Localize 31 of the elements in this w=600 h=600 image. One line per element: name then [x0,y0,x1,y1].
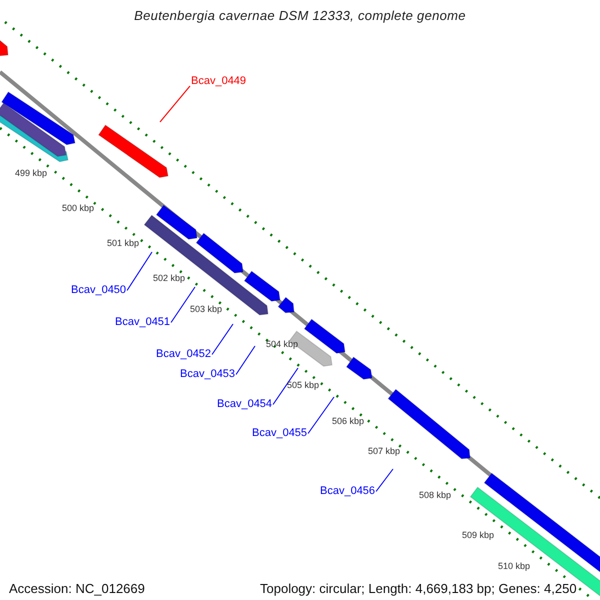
scale-label: 499 kbp [15,168,48,179]
scale-label: 508 kbp [419,490,452,501]
title: Beutenbergia cavernae DSM 12333, complete genome [133,8,467,23]
gene-label: Bcav_0454 [217,398,272,411]
scale-label: 501 kbp [107,238,140,249]
scale-label: 505 kbp [287,380,320,391]
leader-line [170,286,196,323]
scale-label: 504 kbp [266,339,298,350]
scale-label: 510 kbp [498,561,530,572]
gene-label: Bcav_0452 [156,348,212,361]
scale-label: 502 kbp [153,273,186,284]
scale-label: 506 kbp [332,416,364,427]
gene-label: Bcav_0450 [71,284,126,297]
scale-label: 500 kbp [62,203,94,214]
gene-label: Bcav_0449 [191,75,246,88]
gene-label: Bcav_0455 [252,427,308,440]
gene-label: Bcav_0451 [115,316,170,329]
leader-line [160,86,190,122]
gene-label: Bcav_0456 [320,485,376,498]
leader-line [272,368,298,405]
scale-label: 507 kbp [368,446,400,457]
footer-text: Accession: NC_012669 [9,581,145,596]
scale-label: 503 kbp [190,304,222,315]
scale-label: 509 kbp [462,530,494,541]
leader-line [376,468,394,492]
gene-label: Bcav_0453 [180,368,236,381]
footer-text: Topology: circular; Length: 4,669,183 bp; Genes: 4,250 [260,581,577,596]
leader-line [308,396,334,434]
leader-line [212,324,234,355]
leader-line [126,252,152,291]
leader-line [236,346,256,375]
